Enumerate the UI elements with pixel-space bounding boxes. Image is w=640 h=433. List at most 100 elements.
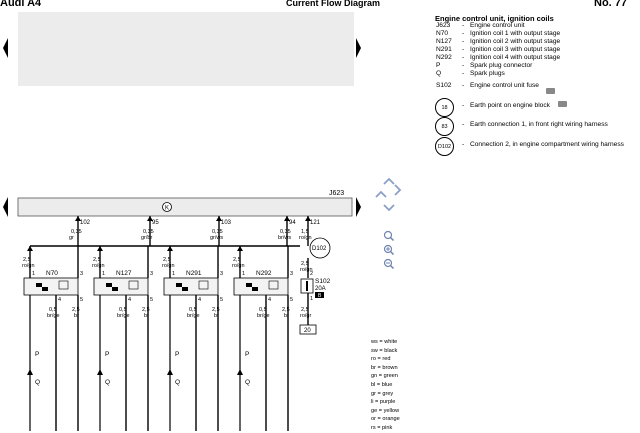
color-key-entry: gn = green (371, 373, 398, 380)
color-key-entry: rs = pink (371, 425, 393, 431)
pin-number: 5 (290, 297, 293, 303)
pin-number: 121 (310, 220, 321, 226)
color-key-entry: sw = black (371, 347, 398, 354)
wire-color: ro/gn (300, 267, 313, 273)
earth-point-symbol: 18 (435, 98, 454, 117)
spark-plug-label: Q (35, 379, 40, 386)
wire-color: br/ge (257, 313, 270, 319)
legend-dash: - (462, 46, 465, 53)
ecu-right-arrow-icon[interactable] (356, 197, 361, 217)
legend-dash: - (462, 62, 465, 69)
coil-label: N70 (46, 270, 58, 277)
spark-plug-arrow (237, 369, 243, 375)
color-key-entry: gr = grey (371, 390, 394, 397)
wire-color: br (144, 313, 149, 319)
wire-color: br/ge (117, 313, 130, 319)
zoom-reset-icon[interactable] (383, 244, 395, 256)
wire-color: br (74, 313, 79, 319)
color-key-entry: ge = yellow (371, 407, 400, 414)
pin-arrow (75, 216, 81, 221)
pin-number: 102 (80, 220, 91, 226)
legend-desc: Ignition coil 1 with output stage (470, 30, 561, 37)
legend-title: Engine control unit, ignition coils (435, 14, 554, 23)
coil-symbol (112, 287, 118, 291)
wire-size: 2,5 (233, 257, 241, 263)
prev-arrow-icon[interactable] (3, 38, 8, 58)
legend-code: N70 (436, 30, 449, 37)
wire-color: ro/gn (162, 263, 175, 269)
ecu-left-arrow-icon[interactable] (3, 197, 8, 217)
pin-number: 2 (310, 271, 313, 277)
spark-plug-connector-label: P (245, 351, 249, 358)
connector-arrow (237, 246, 243, 251)
legend-code: N291 (436, 46, 452, 53)
legend-desc: Engine control unit fuse (470, 82, 539, 89)
legend-code: Q (436, 70, 442, 77)
coil-symbol (252, 287, 258, 291)
coil-symbol (36, 283, 42, 287)
pin-number: 1 (102, 271, 105, 277)
legend-dash: - (462, 70, 465, 77)
fuse-slot: B (318, 293, 322, 299)
color-key-entry: br = brown (371, 364, 398, 371)
ecu-label: J623 (329, 190, 344, 197)
pin-arrow (216, 216, 222, 221)
legend-desc: Ignition coil 2 with output stage (470, 38, 561, 45)
wire-color: ro/gr (300, 313, 311, 319)
connector-arrow (27, 246, 33, 251)
pin-number: 103 (221, 220, 232, 226)
splice-circle (309, 237, 331, 259)
zoom-out-icon[interactable] (383, 258, 395, 270)
spark-plug-arrow (167, 369, 173, 375)
connector-arrow (167, 246, 173, 251)
legend-dash: - (462, 121, 465, 128)
output-stage-symbol (198, 280, 209, 290)
ignition-coil-box (233, 277, 289, 296)
wire-color: br/ws (278, 235, 291, 241)
earth-point-symbol: 83 (435, 117, 454, 136)
wire-color: ro/gn (22, 263, 35, 269)
camera-icon[interactable] (558, 101, 567, 107)
pin-arrow (147, 216, 153, 221)
next-arrow-icon[interactable] (356, 38, 361, 58)
wire-size: 0,5 (189, 307, 197, 313)
pin-number: 5 (80, 297, 83, 303)
wire-group: 1020,35gr950,35gr/br1030,35gr/ws940,35br… (22, 216, 331, 431)
legend-code: N127 (436, 38, 452, 45)
output-stage-symbol (128, 280, 139, 290)
coil-symbol (42, 287, 48, 291)
zoom-in-icon[interactable] (383, 230, 395, 242)
pin-number: 1 (172, 271, 175, 277)
wire-size: 2,5 (301, 307, 309, 313)
wire-size: 0,5 (49, 307, 57, 313)
ignition-coil-box (163, 277, 219, 296)
wire-size: 2,5 (282, 307, 290, 313)
wire-size: 2,5 (23, 257, 31, 263)
splice-label: D102 (312, 246, 327, 252)
coil-symbol (246, 283, 252, 287)
legend-dash: - (462, 38, 465, 45)
legend-dash: - (462, 141, 465, 148)
pin-arrow (305, 216, 311, 221)
ignition-coil-box (23, 277, 79, 296)
pin-number: 1 (242, 271, 245, 277)
fuse-slot-box (315, 292, 324, 298)
page-title: Current Flow Diagram (286, 0, 381, 8)
pan-control-icon[interactable] (375, 177, 402, 212)
fuse-label: S102 (315, 278, 331, 285)
output-stage-symbol (58, 280, 69, 290)
coil-label: N292 (256, 270, 272, 277)
wire-size: 0,35 (212, 229, 223, 235)
color-key-entry: or = orange (371, 416, 400, 423)
legend-code: J623 (436, 22, 451, 29)
wire-size: 0,5 (119, 307, 127, 313)
wire-size: 1,5 (301, 229, 309, 235)
spark-plug-connector-label: P (105, 351, 109, 358)
pin-number: 95 (152, 220, 159, 226)
pin-number: 4 (58, 297, 61, 303)
legend-code: S102 (436, 82, 452, 89)
spark-plug-arrow (27, 369, 33, 375)
pin-number: 3 (220, 271, 223, 277)
camera-icon[interactable] (546, 88, 555, 94)
legend-code: N292 (436, 54, 452, 61)
